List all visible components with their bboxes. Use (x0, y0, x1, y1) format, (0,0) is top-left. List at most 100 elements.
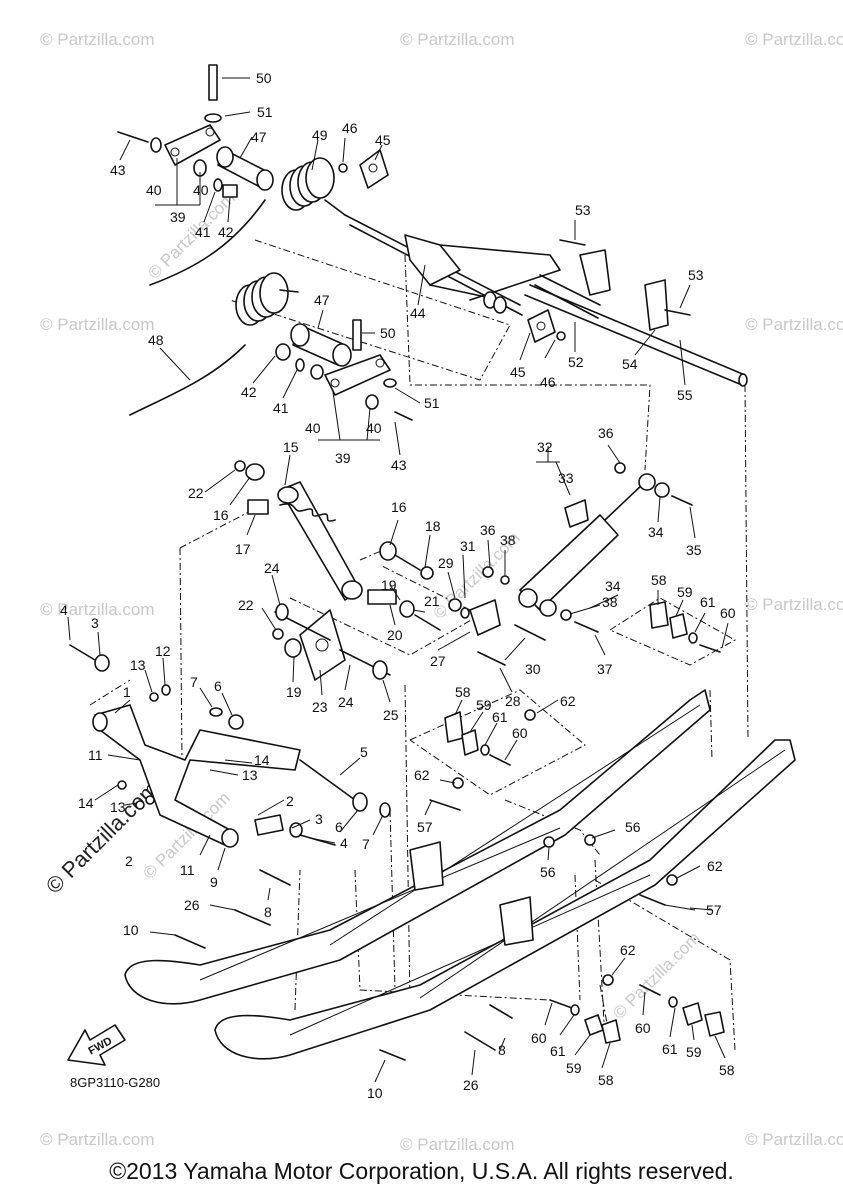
callout-label: 35 (686, 542, 702, 558)
callout-label: 62 (560, 693, 576, 709)
callout-label: 3 (91, 615, 99, 631)
bracket-middle (527, 309, 566, 343)
callout-label: 7 (362, 836, 370, 852)
arm-plate-upper (117, 64, 238, 198)
parts-drawings: FWD (67, 64, 796, 1066)
callout-label: 47 (251, 129, 267, 145)
rail-hardware (174, 601, 725, 1061)
callout-label: 30 (525, 661, 541, 677)
watermark: © Partzilla.com (745, 1130, 843, 1149)
callout-label: 14 (78, 795, 94, 811)
callout-label: 38 (602, 594, 618, 610)
callout-label: 45 (375, 132, 391, 148)
callout-label: 43 (391, 457, 407, 473)
callout-label: 40 (366, 420, 382, 436)
callout-label: 58 (719, 1062, 735, 1078)
watermark: © Partzilla.com (745, 315, 843, 334)
callout-label: 1 (123, 684, 131, 700)
watermark: © Partzilla.com (745, 595, 843, 614)
callout-label: 42 (241, 384, 257, 400)
callout-label: 22 (188, 485, 204, 501)
callout-label: 56 (625, 819, 641, 835)
callout-label: 62 (414, 767, 430, 783)
callout-label: 13 (242, 767, 258, 783)
callout-label: 13 (110, 799, 126, 815)
callout-label: 53 (688, 267, 704, 283)
callout-label: 11 (180, 862, 195, 878)
callout-label: 11 (88, 747, 103, 763)
callout-label: 59 (677, 584, 693, 600)
callout-label: 61 (492, 709, 508, 725)
callout-label: 24 (264, 560, 280, 576)
callout-label: 2 (125, 853, 133, 869)
callout-label: 52 (568, 354, 584, 370)
callout-label: 54 (622, 356, 638, 372)
callout-label: 27 (430, 653, 446, 669)
callout-label: 17 (235, 541, 251, 557)
watermark-large: © Partzilla.com (41, 776, 164, 899)
callout-label: 36 (598, 425, 614, 441)
callout-label: 21 (424, 593, 440, 609)
callout-label: 45 (510, 364, 526, 380)
callout-label: 57 (706, 902, 722, 918)
leader-lines (67, 77, 729, 1083)
callout-label: 31 (460, 538, 476, 554)
callout-label: 40 (305, 420, 321, 436)
torsion-spring-upper (149, 157, 346, 286)
bolt-and-collar-left (69, 644, 244, 730)
callout-label: 33 (558, 470, 574, 486)
callout-label: 56 (540, 864, 556, 880)
callout-label: 51 (257, 104, 273, 120)
callout-label: 39 (335, 450, 351, 466)
callout-label: 41 (195, 224, 211, 240)
callout-label: 57 (417, 819, 433, 835)
callout-label: 60 (531, 1030, 547, 1046)
callout-label: 19 (381, 577, 397, 593)
callout-label: 5 (360, 744, 368, 760)
callout-label: 61 (550, 1043, 566, 1059)
callout-label: 8 (498, 1042, 506, 1058)
assembly-outlines (89, 239, 749, 1051)
callout-label: 23 (312, 699, 328, 715)
watermark: © Partzilla.com (745, 30, 843, 49)
shock-mount-hardware (367, 541, 441, 631)
callout-label: 9 (210, 874, 218, 890)
callout-label: 13 (130, 657, 146, 673)
front-pivot-shaft (344, 214, 561, 316)
callout-label: 55 (677, 387, 693, 403)
watermark: © Partzilla.com (400, 1135, 515, 1154)
callout-label: 59 (686, 1044, 702, 1060)
callout-label: 15 (283, 439, 299, 455)
callout-label: 34 (648, 524, 664, 540)
slide-rail-left (124, 689, 711, 1005)
watermark: © Partzilla.com (400, 30, 515, 49)
callout-label: 58 (598, 1072, 614, 1088)
collar-upper (216, 146, 274, 191)
callout-label: 19 (286, 684, 302, 700)
callout-label: 3 (315, 811, 323, 827)
callout-label: 58 (455, 684, 471, 700)
callout-label: 40 (193, 182, 209, 198)
callout-label: 51 (424, 395, 440, 411)
callout-label: 60 (512, 725, 528, 741)
callout-label: 39 (170, 209, 186, 225)
watermark: © Partzilla.com (40, 30, 155, 49)
watermark: © Partzilla.com (40, 315, 155, 334)
collar-lower (290, 323, 352, 367)
callout-label: 46 (540, 374, 556, 390)
center-pivot-bracket (272, 603, 391, 681)
callout-label: 12 (155, 643, 171, 659)
callout-label: 59 (566, 1060, 582, 1076)
rear-shock-absorber (482, 462, 693, 633)
callout-label: 25 (383, 707, 399, 723)
front-shock-absorber (234, 460, 363, 601)
copyright-notice: ©2013 Yamaha Motor Corporation, U.S.A. A… (109, 1158, 734, 1184)
callout-label: 41 (273, 400, 289, 416)
callout-labels: 50 51 47 49 46 45 43 40 40 39 41 42 53 5… (60, 70, 736, 1101)
callout-label: 10 (123, 922, 139, 938)
callout-label: 62 (707, 858, 723, 874)
callout-label: 29 (438, 555, 454, 571)
callout-label: 18 (425, 518, 441, 534)
callout-label: 42 (218, 224, 234, 240)
